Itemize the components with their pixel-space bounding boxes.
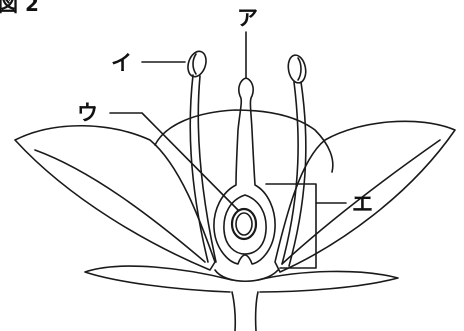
receptacle (215, 270, 278, 281)
left-petal-inner-line (35, 150, 205, 262)
label-a: ア (237, 6, 258, 30)
left-filament-inner (198, 76, 216, 262)
label-i: イ (111, 51, 132, 75)
ovary-inner-wall (224, 195, 266, 254)
figure-title: 図 2 (0, 0, 39, 16)
left-petal (15, 126, 215, 270)
right-anther (286, 54, 308, 85)
left-anther-groove (193, 54, 196, 74)
stem-left (232, 292, 235, 331)
right-anther-groove (298, 58, 301, 80)
left-anther (185, 49, 209, 79)
label-u: ウ (77, 101, 98, 125)
stem-right (256, 292, 258, 331)
ovule-inner (236, 213, 252, 235)
leader-u (110, 113, 238, 210)
right-sepal (258, 271, 398, 292)
label-e: エ (352, 192, 373, 216)
